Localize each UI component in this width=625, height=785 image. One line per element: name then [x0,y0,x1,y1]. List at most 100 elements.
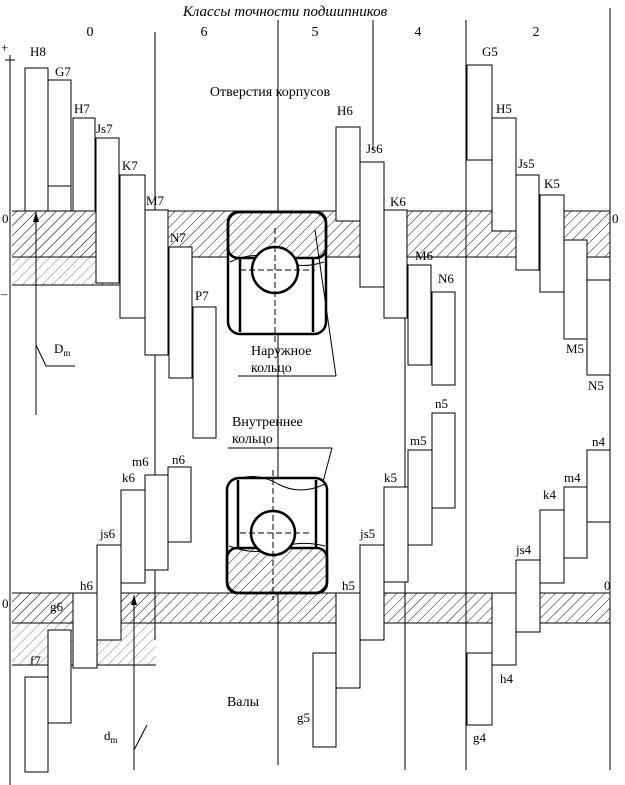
label-G5: G5 [482,44,498,59]
label-Js5: Js5 [518,156,535,171]
label-N7: N7 [170,230,186,245]
field-K6 [383,209,408,319]
field-g6 [47,629,72,724]
label-m6: m6 [132,454,149,469]
field-H5 [491,117,517,232]
field-g5 [312,652,337,748]
label-n6: n6 [172,452,186,467]
label-K5: K5 [544,176,560,191]
field-js6 [96,544,122,641]
field-h4 [491,592,517,666]
field-Js5 [515,174,540,271]
label-K6: K6 [390,194,406,209]
label-g5: g5 [297,710,310,725]
outer-ring-bearing-sketch [226,210,337,377]
label-N6: N6 [438,271,454,286]
field-N6 [431,291,456,386]
label-m5: m5 [410,433,427,448]
shaft-fields [24,412,611,773]
label-g4: g4 [473,730,487,745]
label-dm: dm [104,728,118,745]
label-M6: M6 [415,248,434,263]
label-H6: H6 [337,103,353,118]
outer-ring-label-2: кольцо [251,361,292,376]
field-P7 [192,306,217,439]
label-js4: js4 [515,542,532,557]
label-n4: n4 [592,434,606,449]
field-Js7 [95,137,120,284]
class-separators [154,8,611,770]
field-M6 [407,264,432,366]
field-n5 [431,412,456,509]
field-N5 [586,279,611,376]
field-k6 [120,489,146,584]
label-g6: g6 [50,599,64,614]
label-h6: h6 [80,578,94,593]
label-H7: H7 [74,101,90,116]
field-n6 [167,466,192,543]
shaft-caption: Валы [227,695,260,710]
field-M5 [563,239,588,340]
field-js4 [515,559,541,633]
dimension-arrows [33,212,148,770]
label-M7: M7 [146,193,165,208]
field-H8 [24,67,49,212]
label-Js7: Js7 [96,121,113,136]
field-k5 [383,486,409,583]
field-G7 [47,79,72,187]
diagram-title: Классы точности подшипников [182,4,388,20]
label-H5: H5 [496,101,512,116]
class-label-2: 2 [533,25,540,40]
label-k5: k5 [384,470,397,485]
label-G7: G7 [55,64,71,79]
field-K5 [539,194,565,293]
inner-ring-label-1: Внутреннее [232,415,303,430]
class-label-0: 0 [87,25,94,40]
field-m5 [407,449,433,546]
left-axis [5,55,15,785]
class-label-5: 5 [312,25,319,40]
label-h4: h4 [500,671,514,686]
plus-sign: + [1,40,8,55]
label-K7: K7 [122,158,138,173]
zero-label-top-right: 0 [612,211,619,226]
field-h6 [72,592,98,669]
label-Dm: Dm [54,341,70,358]
field-js5 [359,544,385,641]
class-label-4: 4 [415,25,422,40]
label-m4: m4 [564,470,581,485]
housing-fields [24,64,611,439]
field-K7 [119,174,146,319]
field-g4 [466,652,493,726]
label-k6: k6 [122,470,136,485]
shaft-field-labels: f7 g6 h6 js6 k6 m6 n6 g5 h5 js5 k5 m5 n5… [30,396,606,745]
minus-sign: – [0,286,8,301]
field-M7 [144,209,169,356]
label-N5: N5 [588,378,604,393]
housing-caption: Отверстия корпусов [210,85,331,100]
label-js5: js5 [359,526,375,541]
field-H6 [335,126,361,222]
label-f7: f7 [30,653,41,668]
field-m6 [144,474,169,571]
label-Js6: Js6 [366,141,383,156]
label-js6: js6 [99,526,116,541]
housing-field-labels: H8 G7 H7 Js7 K7 M7 N7 P7 H6 Js6 K6 M6 N6… [30,44,604,393]
field-H7 [72,117,96,212]
inner-ring-label-2: кольцо [232,432,273,447]
label-h5: h5 [342,578,355,593]
field-N7 [168,246,193,379]
class-label-6: 6 [201,25,208,40]
label-n5: n5 [435,396,448,411]
field-h5 [335,592,361,689]
zero-label-bottom-left: 0 [2,596,9,611]
field-n4 [586,449,611,523]
label-H8: H8 [30,44,46,59]
field-f7 [24,676,49,773]
zero-label-top-left: 0 [2,211,9,226]
field-k4 [539,509,565,584]
field-m4 [563,486,588,559]
label-k4: k4 [543,487,557,502]
field-G5 [466,64,493,161]
label-M5: M5 [566,341,584,356]
